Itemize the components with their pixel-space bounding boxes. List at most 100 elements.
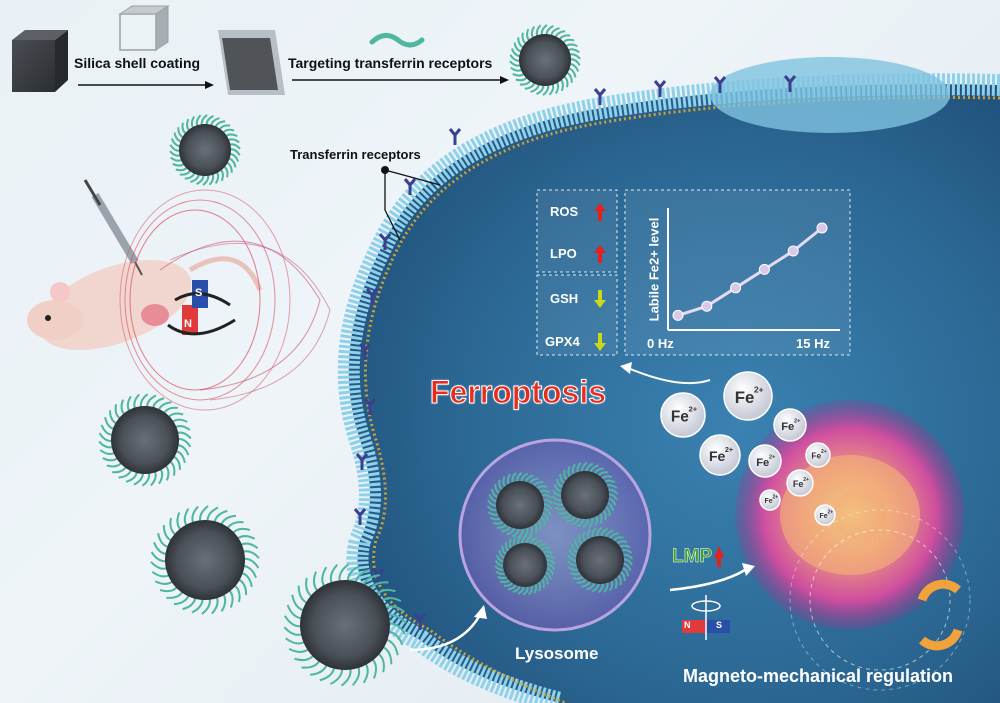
marker-arrows xyxy=(594,203,606,351)
receptor-icon xyxy=(713,76,727,93)
receptor-icon xyxy=(593,88,607,105)
receptor-icon xyxy=(365,288,379,305)
lysosome-nanoparticle xyxy=(566,526,634,594)
chart-point xyxy=(816,222,828,234)
mouse-icon xyxy=(27,256,263,350)
svg-text:2+: 2+ xyxy=(828,510,834,516)
rotating-magnet-icon xyxy=(682,595,730,640)
ferroptosis-arrow xyxy=(627,367,711,385)
svg-text:Fe: Fe xyxy=(735,388,755,407)
receptor-icon xyxy=(355,453,369,470)
transferrin-receptors xyxy=(353,75,797,630)
step2-label: Targeting transferrin receptors xyxy=(288,55,493,71)
cell-membrane xyxy=(337,73,1000,703)
fe-ion: Fe2+ xyxy=(814,504,836,526)
chart-series xyxy=(672,222,828,321)
nanoparticle xyxy=(169,114,241,186)
transferrin-strand xyxy=(369,33,425,48)
lysosome-nanoparticle xyxy=(494,534,556,596)
svg-text:Fe: Fe xyxy=(781,421,794,433)
ruptured-lysosome xyxy=(735,400,971,691)
svg-text:2+: 2+ xyxy=(725,447,733,454)
receptor-pointer xyxy=(384,170,401,241)
chart-ylabel: Labile Fe2+ level xyxy=(646,217,662,322)
nanoparticle xyxy=(283,563,407,687)
receptor-icon xyxy=(403,178,417,195)
marker-ros: ROS xyxy=(550,204,579,219)
lmp-up-arrow xyxy=(714,546,724,558)
chart-point xyxy=(701,300,713,312)
svg-text:2+: 2+ xyxy=(821,449,827,455)
marker-gsh: GSH xyxy=(550,291,579,306)
magnet-south-letter: S xyxy=(195,287,203,299)
marker-up-arrow xyxy=(594,245,606,263)
small-magnet-south: S xyxy=(716,620,723,630)
svg-text:Fe: Fe xyxy=(811,451,821,461)
fe-ion: Fe2+ xyxy=(759,489,781,511)
svg-text:Fe: Fe xyxy=(756,457,769,469)
lmp-arrow xyxy=(669,568,746,592)
x-tick-1: 15 Hz xyxy=(796,336,830,351)
marker-up-arrow xyxy=(594,203,606,221)
lysosome-nanoparticle xyxy=(486,471,554,539)
receptor-icon xyxy=(653,80,667,97)
membrane-bulge xyxy=(710,57,950,133)
magnet-north-letter: N xyxy=(184,318,192,330)
lysosome xyxy=(458,438,652,632)
x-tick-0: 0 Hz xyxy=(647,336,674,351)
lmp-up-arrow-shaft xyxy=(717,557,721,567)
lmp-label: LMP xyxy=(672,546,713,568)
nanoparticle xyxy=(98,393,192,487)
transferrin-receptors-label: Transferrin receptors xyxy=(290,147,421,162)
cube-outline-icon xyxy=(118,5,170,51)
syringe-icon xyxy=(83,179,143,276)
svg-text:Fe: Fe xyxy=(709,448,726,464)
receptor-icon xyxy=(783,75,797,92)
chart-panel xyxy=(624,189,851,356)
iron-oxide-cube xyxy=(12,30,68,92)
chart-point xyxy=(787,245,799,257)
ferroptosis-label: Ferroptosis xyxy=(429,374,607,411)
marker-lpo: LPO xyxy=(550,246,577,261)
svg-text:2+: 2+ xyxy=(754,384,764,394)
receptor-icon xyxy=(413,613,427,630)
rotation-icon xyxy=(917,579,963,651)
svg-text:2+: 2+ xyxy=(773,495,779,501)
chart-point xyxy=(758,263,770,275)
receptor-icon xyxy=(378,233,392,250)
lysosome-nanoparticle xyxy=(551,461,619,529)
svg-text:Fe: Fe xyxy=(671,409,689,426)
receptor-icon xyxy=(448,128,462,145)
svg-text:2+: 2+ xyxy=(689,405,698,414)
receptor-icon xyxy=(358,343,372,360)
svg-text:Fe: Fe xyxy=(793,479,804,489)
step1-label: Silica shell coating xyxy=(74,55,201,71)
receptor-icon xyxy=(363,398,377,415)
magnetic-field-coil xyxy=(119,189,331,411)
silica-coated-cube xyxy=(218,30,285,95)
svg-text:2+: 2+ xyxy=(769,455,776,461)
svg-text:Fe: Fe xyxy=(820,513,828,520)
svg-text:2+: 2+ xyxy=(803,477,809,483)
small-magnet-north: N xyxy=(684,620,691,630)
uptake-arrow xyxy=(409,614,482,652)
chart-point xyxy=(730,282,742,294)
svg-text:2+: 2+ xyxy=(794,419,801,425)
marker-panel-down xyxy=(536,274,618,356)
nanoparticle xyxy=(150,505,260,615)
marker-down-arrow xyxy=(594,290,606,308)
marker-panel-up xyxy=(536,189,618,273)
receptor-icon xyxy=(353,508,367,525)
chart-point xyxy=(672,309,684,321)
lysosome-label: Lysosome xyxy=(515,644,599,663)
magnet-north xyxy=(182,305,198,335)
svg-text:Fe: Fe xyxy=(765,498,773,505)
